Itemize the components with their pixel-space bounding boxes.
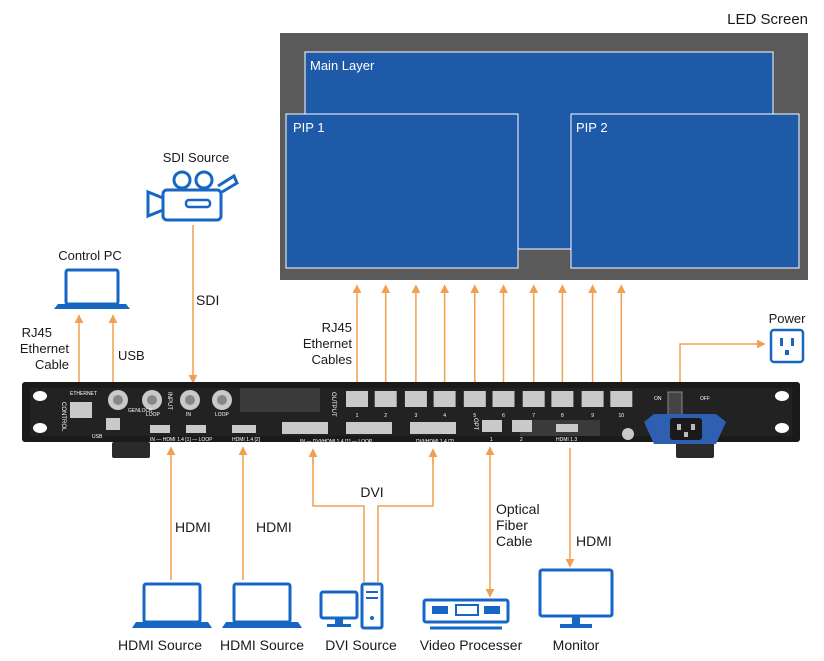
led-screen-title: LED Screen [727,11,808,28]
hdmi13-port [556,424,578,432]
genlock-bnc [108,390,162,410]
pip2-label: PIP 2 [576,120,608,135]
power-label: Power [769,311,807,326]
output-port-9 [581,391,604,407]
video-processor-icon [422,598,510,630]
dvi-cable-1 [312,452,365,582]
source2-label: HDMI Source [220,637,304,653]
output-port-label-7: 7 [532,413,535,419]
output-port-4 [433,391,456,407]
sdi-bnc [180,390,232,410]
output-ports: 1 2 3 4 5 6 7 8 9 10 [346,391,633,419]
switch-off-label: OFF [700,396,710,402]
output-port-label-8: 8 [561,413,564,419]
power-outlet-icon [769,328,805,364]
optical-line2: Fiber [496,517,528,533]
pip1-layer [285,113,519,269]
optical-line1: Optical [496,501,540,517]
pip2-layer [570,113,800,269]
switch-on-label: ON [654,396,662,402]
laptop-icon-1 [132,582,212,628]
output-port-6 [492,391,515,407]
dvi2-port [410,422,456,434]
ethernet-port-label: ETHERNET [70,391,97,397]
sdi-in-label: IN [186,412,191,418]
ethernet-port [70,402,92,418]
hdmi-loop-port [186,425,206,433]
camera-icon [146,170,239,222]
desktop-pc-icon [319,582,384,630]
genlock-label: GENLOCK [128,408,153,414]
power-switch[interactable] [667,391,683,417]
power-socket [644,414,726,444]
output-tag: OUTPUT [330,392,336,417]
input-tag: INPUT [166,392,172,410]
output-port-label-5: 5 [473,413,476,419]
rj45-left-line1: RJ45 [22,325,52,340]
output-port-10 [610,391,633,407]
pip1-label: PIP 1 [293,120,325,135]
output-port-8 [551,391,574,407]
output-port-label-3: 3 [415,413,418,419]
output-port-label-1: 1 [356,413,359,419]
sdi-label: SDI [196,292,219,308]
hdmi-label-3: HDMI [576,533,612,549]
usb-port [106,418,120,430]
source4-label: Video Processer [420,637,523,653]
hdmi-in-port [150,425,170,433]
sdi-loop-label: LOOP [215,412,230,418]
rj45-mid-line3: Cables [312,352,353,367]
control-pc-label: Control PC [58,248,122,263]
rj45-left-line2: Ethernet [20,341,70,356]
main-layer-label: Main Layer [310,58,375,73]
hdmi-label-2: HDMI [256,519,292,535]
opt-port-2-label: 2 [520,437,523,443]
optical-line3: Cable [496,533,533,549]
source5-label: Monitor [553,637,600,653]
source3-label: DVI Source [325,637,397,653]
control-tag: CONTROL [60,402,66,432]
opt-port-1 [482,420,502,432]
output-port-3 [404,391,427,407]
dvi2-label: DVI/HDMI 1.4 [2] [416,439,454,445]
hdmi1-label: IN — HDMI 1.4 [1] — LOOP [150,437,213,443]
dvi-in-port [282,422,328,434]
source1-label: HDMI Source [118,637,202,653]
ground-terminal [622,428,634,440]
rj45-left-line3: Cable [35,357,69,372]
rj45-mid-line2: Ethernet [303,336,353,351]
dvi-label: DVI [360,484,383,500]
output-port-label-2: 2 [384,413,387,419]
genlock-loop-label: LOOP [146,412,161,418]
output-port-label-6: 6 [502,413,505,419]
control-pc-icon [54,268,130,309]
output-port-1 [346,391,368,407]
output-port-label-10: 10 [619,413,625,419]
sdi-source-label: SDI Source [163,150,229,165]
opt-port-2 [512,420,532,432]
dvi-loop-port [346,422,392,434]
dvi1-label: IN — DVI/HDMI 1.4 [1] — LOOP [300,439,373,445]
usb-port-label: USB [92,434,103,440]
monitor-icon [538,568,614,628]
hdmi-label-1: HDMI [175,519,211,535]
hdmi2-label: HDMI 1.4 [2] [232,437,261,443]
output-port-label-9: 9 [591,413,594,419]
output-port-2 [374,391,397,407]
output-port-label-4: 4 [443,413,446,419]
laptop-icon-2 [222,582,302,628]
output-port-7 [522,391,545,407]
hdmi2-port [232,425,256,433]
rj45-mid-line1: RJ45 [322,320,352,335]
opt-port-1-label: 1 [490,437,493,443]
output-port-5 [463,391,486,407]
usb-label: USB [118,348,145,363]
hdmi13-label: HDMI 1.3 [556,437,577,443]
output-cables [352,284,626,388]
dvi-cable-2 [377,452,434,582]
opt-tag: OPT [472,418,478,431]
